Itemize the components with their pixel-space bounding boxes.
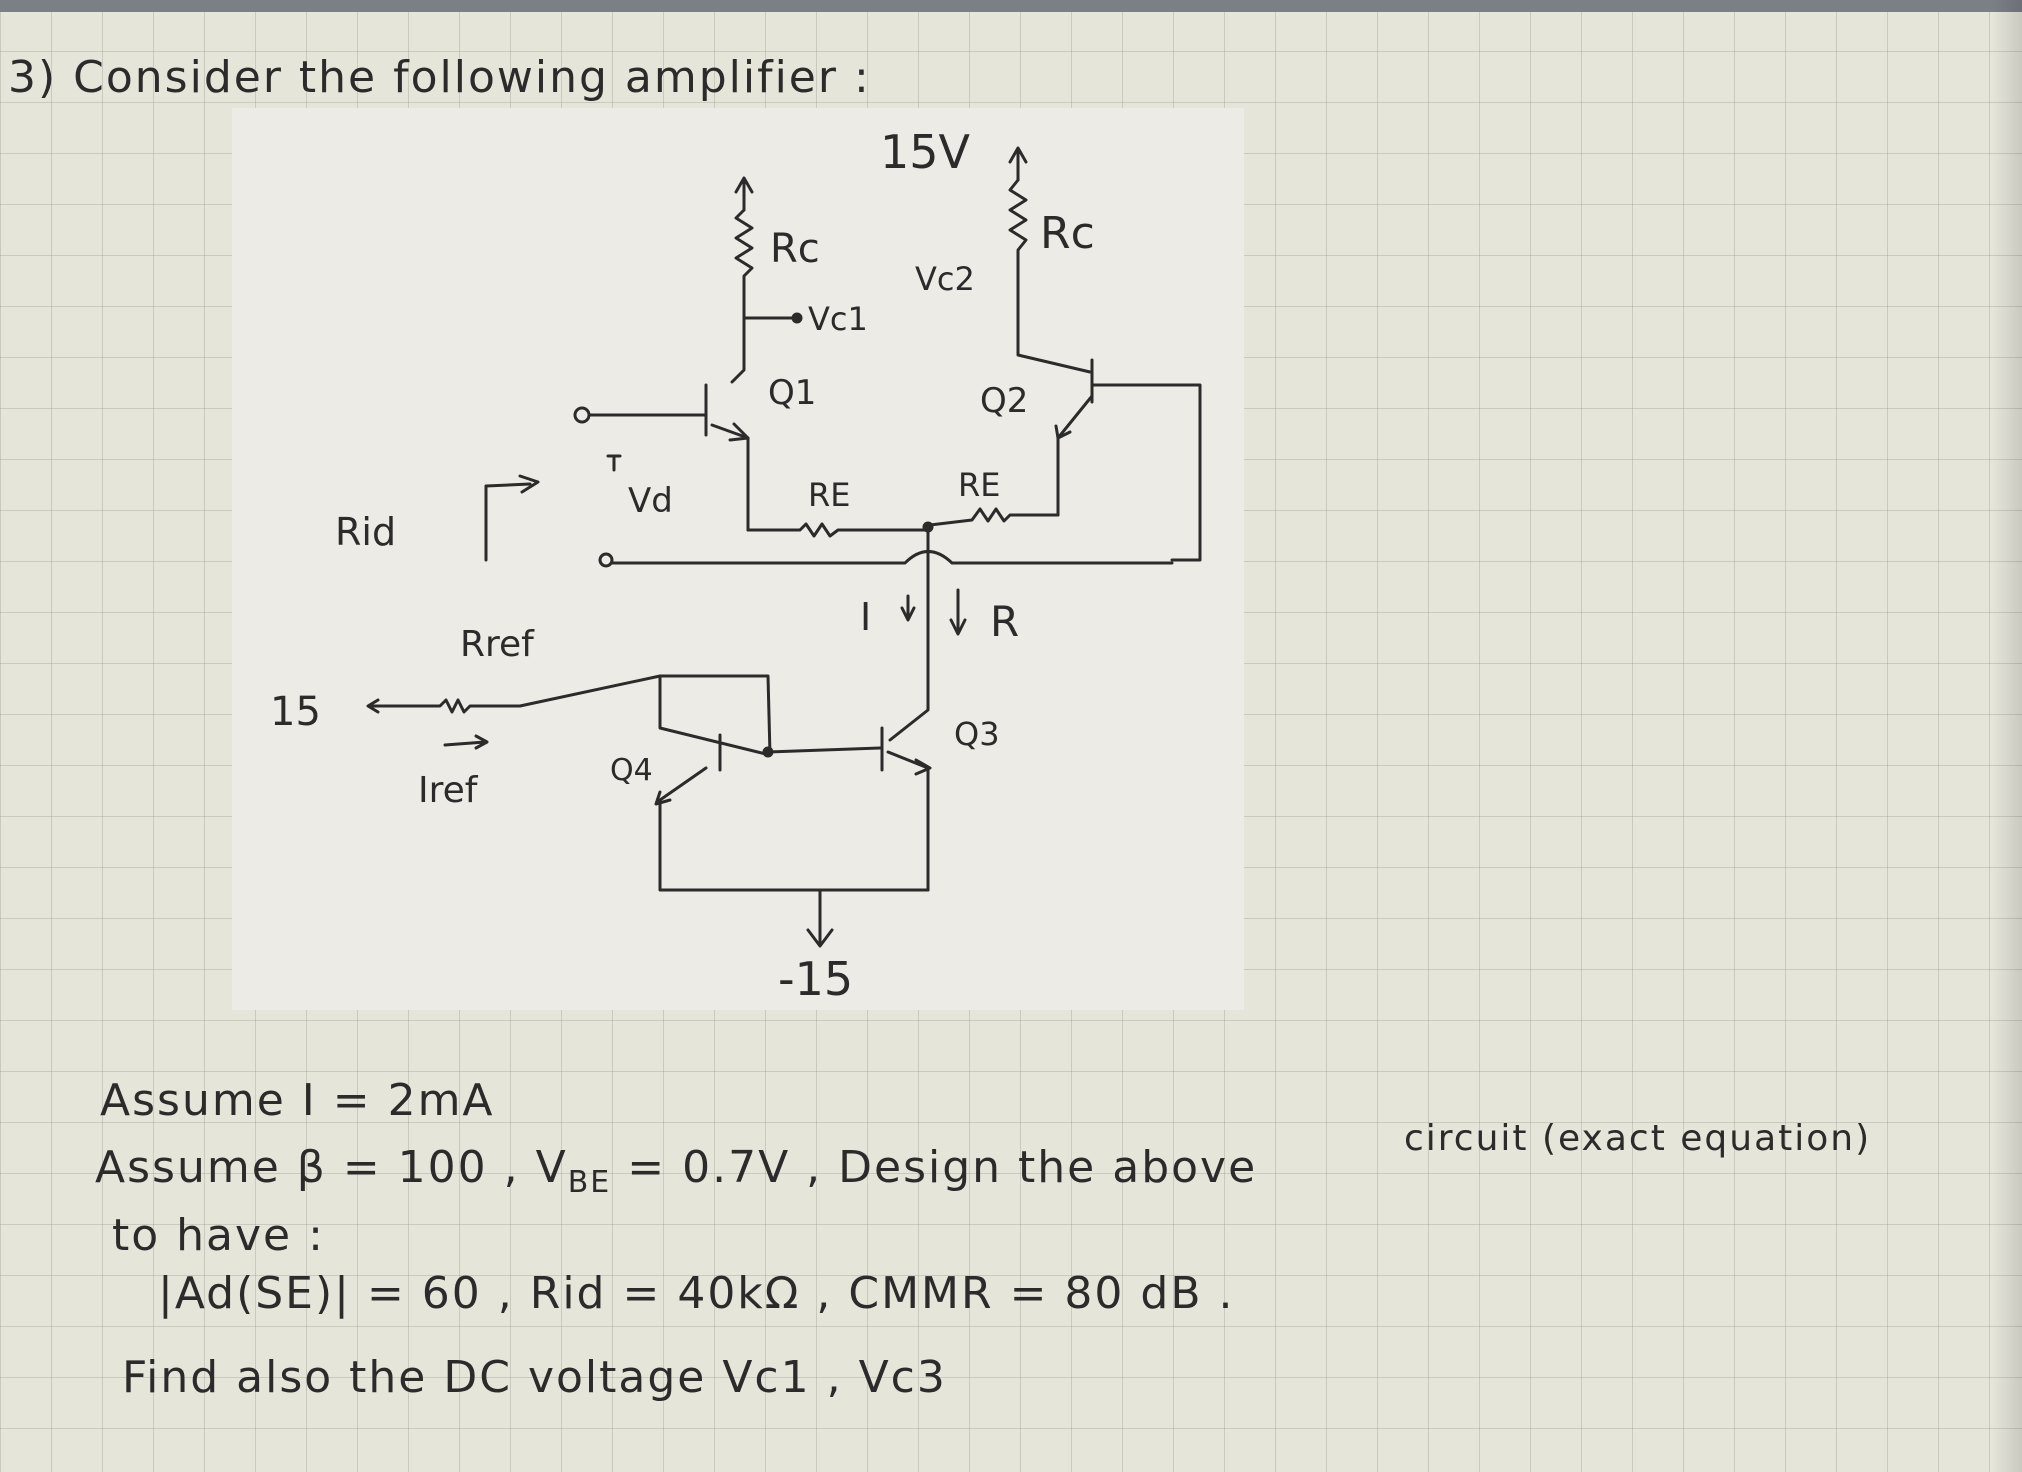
mirror-base-wire — [766, 746, 882, 754]
re2-resistor — [928, 507, 1060, 527]
rc1-resistor — [734, 208, 754, 302]
label-vc1: Vc1 — [808, 300, 868, 338]
vcc-arrow-left — [734, 176, 754, 212]
input-terminal-bottom — [598, 552, 614, 568]
label-q3: Q3 — [954, 715, 1000, 753]
label-re1: RE — [808, 476, 850, 514]
assume-current: Assume I = 2mA — [100, 1075, 495, 1126]
label-rc2: Rc — [1040, 208, 1095, 259]
q2-collector — [1016, 298, 1092, 374]
spec-line: |Ad(SE)| = 60 , Rid = 40kΩ , CMMR = 80 d… — [158, 1268, 1235, 1319]
label-re2: RE — [958, 466, 1000, 504]
label-vc2: Vc2 — [915, 260, 975, 298]
label-iref: Iref — [418, 770, 479, 811]
page-edge-shadow — [1992, 0, 2022, 1472]
to-have-line: to have : — [112, 1210, 325, 1261]
iref-arrow — [443, 734, 489, 750]
find-line: Find also the DC voltage Vc1 , Vc3 — [122, 1352, 947, 1403]
q4-emitter-arrow — [654, 790, 672, 806]
re1-resistor — [746, 522, 927, 538]
label-vminus: -15 — [778, 952, 853, 1006]
q3-collector — [888, 688, 930, 742]
assume-exact-equation: circuit (exact equation) — [1404, 1118, 1872, 1159]
label-r: R — [990, 597, 1019, 646]
q1-emitter-arrow — [728, 422, 750, 442]
label-q1: Q1 — [768, 373, 816, 413]
label-q2: Q2 — [980, 381, 1028, 421]
vbe-subscript: BE — [567, 1164, 612, 1200]
i-arrow — [900, 594, 916, 622]
q4-emitter — [658, 766, 930, 892]
vc1-node — [791, 312, 803, 324]
top-bezel — [0, 0, 2022, 12]
label-vcc: 15V — [880, 125, 971, 179]
label-i: I — [860, 595, 871, 639]
q4-collector-loop — [658, 674, 772, 757]
label-vd: Vd — [628, 481, 673, 521]
label-rref: Rref — [460, 624, 535, 665]
rref-resistor — [368, 674, 662, 714]
rid-bracket — [484, 482, 532, 562]
label-rc1: Rc — [770, 226, 820, 272]
label-vplus: 15 — [270, 689, 321, 735]
q1-collector — [730, 298, 746, 384]
label-rid: Rid — [335, 510, 396, 554]
vminus-arrow — [806, 888, 834, 948]
vd-plus-mark — [606, 454, 622, 472]
q2-emitter-arrow — [1054, 424, 1072, 440]
assume-beta-text: Assume β = 100 , V — [95, 1142, 568, 1193]
label-q4: Q4 — [610, 753, 653, 788]
vcc-arrow-right — [1008, 146, 1028, 182]
q3-emitter-arrow — [914, 758, 932, 776]
assume-design-text: = 0.7V , Design the above — [611, 1142, 1258, 1193]
r-arrow — [949, 588, 967, 636]
problem-title: 3) Consider the following amplifier : — [8, 52, 871, 103]
q2-emitter — [1056, 394, 1094, 517]
q2-base-loop — [1090, 383, 1202, 562]
assume-beta-vbe: Assume β = 100 , VBE = 0.7V , Design the… — [95, 1142, 1257, 1200]
mirror-base-node — [762, 746, 774, 758]
rid-arrow — [518, 474, 540, 494]
ground-line — [610, 550, 1174, 565]
rc2-resistor — [1008, 178, 1028, 302]
input-terminal-top — [573, 406, 591, 424]
